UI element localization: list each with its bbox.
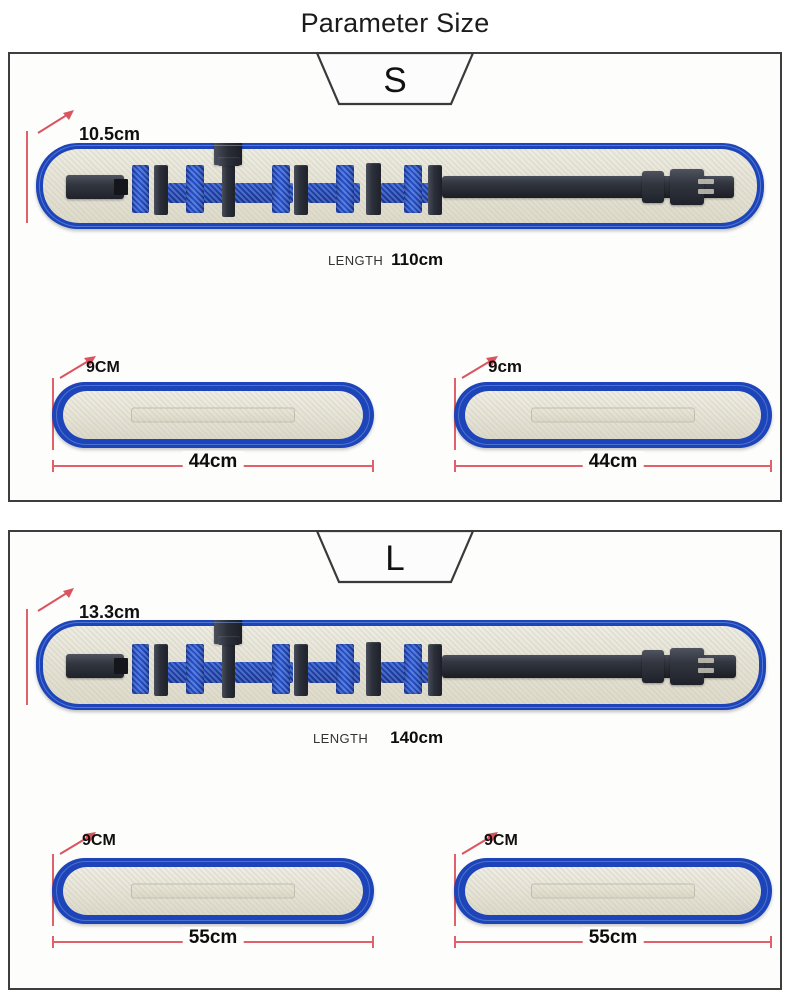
pad-length-label-l-right: 55cm	[582, 927, 644, 949]
belt-buckle-slot-l	[698, 668, 714, 673]
cuff-pad-inner-l-right	[465, 867, 761, 915]
belt-loop	[336, 165, 354, 213]
pad-height-label-l-right: 9CM	[484, 832, 518, 849]
belt-width-label-s: 10.5cm	[79, 124, 141, 144]
dim-tick-right	[372, 936, 374, 948]
dim-tick-right	[372, 460, 374, 472]
size-tab-outline-s	[315, 52, 475, 106]
cuff-pad-inner-l-left	[63, 867, 363, 915]
belt-buckle-right-a-l	[642, 650, 664, 683]
belt-strap	[294, 165, 308, 215]
belt-width-line-s	[26, 131, 28, 223]
size-panel-l: L 13.3cm	[8, 530, 782, 990]
dim-tick-left	[52, 460, 54, 472]
belt-length-value-l: 140cm	[390, 728, 444, 747]
pad-height-label-l-left: 9CM	[82, 832, 116, 849]
belt-buckle-right-b-s	[670, 169, 704, 205]
belt-strap	[154, 165, 168, 215]
belt-width-label-l: 13.3cm	[79, 602, 141, 622]
cuff-pad-l-left	[52, 858, 374, 924]
belt-buckle-slot-s	[698, 179, 714, 184]
cuff-pad-strip-s-left	[131, 407, 295, 423]
belt-buckle-prong-s	[114, 179, 128, 195]
belt-loop	[186, 644, 204, 694]
cuff-pad-l-right	[454, 858, 772, 924]
belt-length-word-l: LENGTH	[313, 731, 369, 746]
belt-loop	[336, 644, 354, 694]
belt-buckle-right-b-l	[670, 648, 704, 685]
belt-strap	[222, 163, 235, 217]
belt-loop	[186, 165, 204, 213]
belt-buckle-prong-l	[114, 658, 128, 674]
pad-length-dim-l-right: 55cm	[454, 927, 772, 949]
belt-length-word-s: LENGTH	[328, 253, 384, 268]
pad-length-dim-s-left: 44cm	[52, 451, 374, 473]
belt-illustration-l	[36, 620, 766, 710]
cuff-pad-s-left	[52, 382, 374, 448]
dim-tick-right	[770, 936, 772, 948]
belt-strap	[428, 644, 442, 696]
dim-tick-left	[52, 936, 54, 948]
belt-loop	[132, 165, 149, 213]
cuff-pad-inner-s-left	[63, 391, 363, 439]
belt-strap	[294, 644, 308, 696]
belt-strap	[366, 642, 381, 696]
dim-tick-left	[454, 936, 456, 948]
pad-height-arrow-l-left	[59, 832, 96, 855]
pad-height-label-s-right: 9cm	[488, 357, 523, 376]
size-tab-outline-l	[315, 530, 475, 584]
belt-strap	[218, 636, 240, 645]
belt-buckle-slot-s	[698, 189, 714, 194]
belt-width-line-l	[26, 609, 28, 705]
belt-buckle-right-a-s	[642, 171, 664, 203]
pad-height-label-s-left: 9CM	[86, 359, 120, 376]
dim-tick-right	[770, 460, 772, 472]
pad-length-dim-l-left: 55cm	[52, 927, 374, 949]
belt-body-l	[36, 620, 766, 710]
dim-tick-left	[454, 460, 456, 472]
pad-length-label-s-left: 44cm	[182, 451, 244, 473]
cuff-pad-inner-s-right	[465, 391, 761, 439]
pad-height-arrow-l-right	[461, 832, 498, 855]
pad-length-dim-s-right: 44cm	[454, 451, 772, 473]
belt-width-arrow-l	[37, 588, 74, 612]
cuff-pad-s-right	[454, 382, 772, 448]
belt-strap	[366, 163, 381, 215]
belt-loop	[404, 165, 422, 213]
belt-loop	[272, 644, 290, 694]
cuff-pad-strip-l-left	[131, 883, 295, 899]
belt-length-s: LENGTH 110cm	[328, 250, 443, 270]
size-panel-s: S 10.5cm	[8, 52, 782, 502]
belt-illustration-s	[36, 143, 764, 229]
belt-body-s	[36, 143, 764, 229]
cuff-pad-strip-s-right	[531, 407, 695, 423]
cuff-pad-strip-l-right	[531, 883, 695, 899]
belt-loop	[132, 644, 149, 694]
belt-length-l: LENGTH 140cm	[313, 728, 443, 748]
belt-length-value-s: 110cm	[391, 250, 444, 269]
belt-strap	[222, 642, 235, 698]
belt-loop	[404, 644, 422, 694]
belt-width-arrow-s	[37, 110, 74, 134]
pad-height-arrow-s-left	[59, 356, 96, 379]
belt-strap	[428, 165, 442, 215]
belt-loop	[272, 165, 290, 213]
pad-length-label-s-right: 44cm	[582, 451, 644, 473]
pad-height-arrow-s-right	[461, 356, 498, 379]
belt-strap	[218, 157, 240, 166]
pad-length-label-l-left: 55cm	[182, 927, 244, 949]
page-title: Parameter Size	[300, 8, 490, 38]
belt-buckle-slot-l	[698, 658, 714, 663]
belt-strap	[154, 644, 168, 696]
